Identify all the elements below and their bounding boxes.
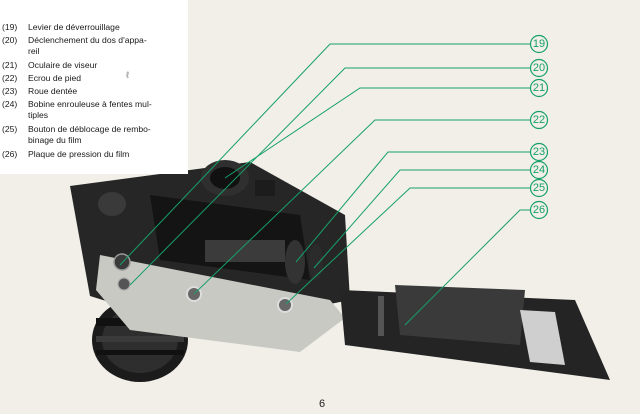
stray-mark: ℓ	[126, 70, 129, 80]
leader-21	[224, 87, 530, 179]
callout-25: 25	[529, 178, 549, 198]
legend-item-23: (23) Roue dentée	[2, 86, 178, 97]
parts-legend: (19) Levier de déverrouillage (20) Décle…	[0, 0, 188, 174]
legend-number: (23)	[2, 86, 18, 96]
legend-text: Oculaire de viseur	[28, 60, 98, 70]
legend-text: Roue dentée	[28, 86, 78, 96]
camera-body	[70, 160, 350, 352]
legend-item-25: (25) Bouton de déblocage de rembo- binag…	[2, 124, 178, 146]
legend-text: Bobine enrouleuse à fentes mul- tiples	[28, 99, 152, 120]
legend-number: (26)	[2, 149, 18, 159]
leader-26	[404, 209, 530, 326]
legend-text: Ecrou de pied	[28, 73, 82, 83]
callout-23-label: 23	[533, 146, 545, 158]
callout-22-label: 22	[533, 114, 545, 126]
callout-23: 23	[529, 142, 549, 162]
callout-22: 22	[529, 110, 549, 130]
callout-19-label: 19	[533, 38, 545, 50]
legend-item-22: (22) Ecrou de pied	[2, 73, 178, 84]
leader-22	[193, 119, 530, 295]
legend-item-24: (24) Bobine enrouleuse à fentes mul- tip…	[2, 99, 178, 121]
legend-item-26: (26) Plaque de pression du film	[2, 149, 178, 160]
callout-20-label: 20	[533, 62, 545, 74]
callout-25-label: 25	[533, 182, 545, 194]
callout-26: 26	[529, 200, 549, 220]
leader-24	[313, 169, 530, 269]
legend-text: Levier de déverrouillage	[28, 22, 120, 32]
legend-item-19: (19) Levier de déverrouillage	[2, 22, 178, 33]
callout-26-label: 26	[533, 204, 545, 216]
legend-number: (25)	[2, 124, 18, 134]
callout-leaders	[119, 43, 530, 326]
legend-item-20: (20) Déclenchement du dos d'appa- reil	[2, 35, 178, 57]
callout-24: 24	[529, 160, 549, 180]
legend-text: Déclenchement du dos d'appa- reil	[28, 35, 147, 56]
legend-number: (22)	[2, 73, 18, 83]
callout-21: 21	[529, 78, 549, 98]
callout-19: 19	[529, 34, 549, 54]
page-number: 6	[318, 398, 326, 410]
leader-20	[129, 67, 530, 286]
camera-back-door	[340, 285, 610, 380]
callout-24-label: 24	[533, 164, 545, 176]
callout-20: 20	[529, 58, 549, 78]
legend-number: (24)	[2, 99, 18, 109]
legend-item-21: (21) Oculaire de viseur	[2, 60, 178, 71]
callout-21-label: 21	[533, 82, 545, 94]
leader-23	[295, 151, 530, 263]
leader-19	[119, 43, 530, 266]
leader-25	[285, 187, 530, 305]
legend-text: Plaque de pression du film	[28, 149, 130, 159]
legend-number: (20)	[2, 35, 18, 45]
legend-number: (19)	[2, 22, 18, 32]
legend-text: Bouton de déblocage de rembo- binage du …	[28, 124, 151, 145]
legend-number: (21)	[2, 60, 18, 70]
callouts: 19 20 21 22 23 24	[529, 34, 549, 220]
